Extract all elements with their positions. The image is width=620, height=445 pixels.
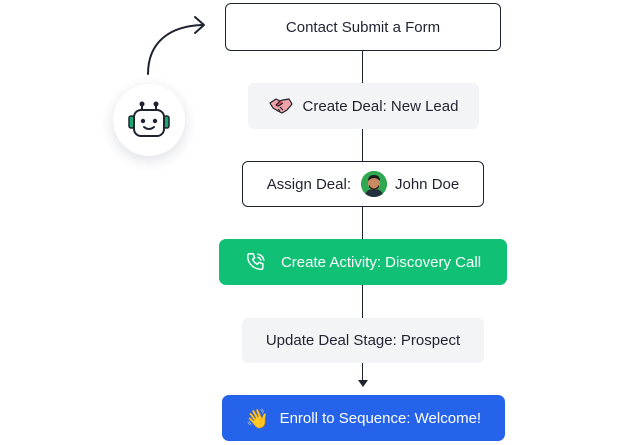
connector xyxy=(362,207,363,239)
create-deal-node[interactable]: Create Deal: New Lead xyxy=(248,83,479,129)
phone-icon xyxy=(245,251,267,273)
assign-deal-label: Assign Deal: xyxy=(266,175,351,193)
bot-avatar xyxy=(113,84,185,156)
enroll-node[interactable]: 👋 Enroll to Sequence: Welcome! xyxy=(222,395,505,441)
connector-arrow xyxy=(362,363,363,384)
create-activity-node[interactable]: Create Activity: Discovery Call xyxy=(219,239,507,285)
handshake-icon xyxy=(268,96,293,116)
waving-hand-icon: 👋 xyxy=(245,407,270,430)
update-stage-label: Update Deal Stage: Prospect xyxy=(265,332,461,349)
create-activity-label: Create Activity: Discovery Call xyxy=(280,253,482,271)
trigger-label: Contact Submit a Form xyxy=(285,18,441,36)
update-stage-node[interactable]: Update Deal Stage: Prospect xyxy=(242,318,484,363)
curved-arrow xyxy=(147,16,205,75)
arrow-head-icon xyxy=(358,380,368,387)
trigger-node[interactable]: Contact Submit a Form xyxy=(225,3,501,51)
robot-icon xyxy=(128,101,170,137)
connector xyxy=(362,129,363,161)
connector xyxy=(362,285,363,318)
assignee-name: John Doe xyxy=(395,175,460,193)
connector xyxy=(362,51,363,83)
enroll-label: Enroll to Sequence: Welcome! xyxy=(279,409,482,427)
create-deal-label: Create Deal: New Lead xyxy=(302,97,459,115)
avatar xyxy=(361,171,387,197)
assign-deal-node[interactable]: Assign Deal: John Doe xyxy=(242,161,484,207)
